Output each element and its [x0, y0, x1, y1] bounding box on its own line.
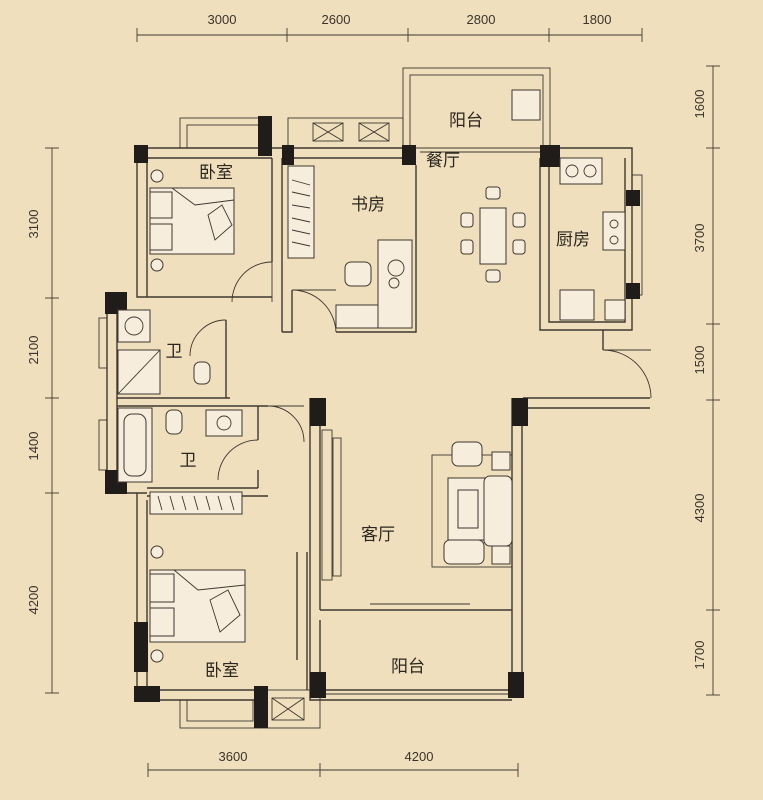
room-label-dining: 餐厅	[426, 151, 460, 171]
dim-bottom-2: 4200	[405, 749, 434, 764]
room-label-bath-1: 卫	[166, 342, 183, 362]
bath-fixtures	[117, 309, 243, 483]
room-label-balcony-bottom: 阳台	[391, 657, 425, 677]
room-label-bedroom-top: 卧室	[199, 163, 233, 183]
dim-bottom-1: 3600	[219, 749, 248, 764]
dim-top-3: 2800	[467, 12, 496, 27]
room-labels: 卧室 书房 餐厅 阳台 厨房 卫 卫 客厅 卧室 阳台	[166, 111, 591, 681]
dim-top-2: 2600	[322, 12, 351, 27]
structural-columns	[105, 116, 640, 728]
dim-left-4: 4200	[26, 586, 41, 615]
washer	[511, 89, 541, 121]
dim-right-5: 1700	[692, 641, 707, 670]
dim-left-3: 1400	[26, 432, 41, 461]
door-swings	[189, 261, 652, 481]
wardrobe-bottom	[149, 491, 243, 515]
sofa-set	[431, 441, 513, 568]
bed-bottom	[149, 545, 246, 663]
wardrobe-study	[287, 165, 315, 259]
dim-top-4: 1800	[583, 12, 612, 27]
dim-right-1: 1600	[692, 90, 707, 119]
dim-left-2: 2100	[26, 336, 41, 365]
room-label-balcony-top: 阳台	[449, 111, 483, 131]
room-label-bath-2: 卫	[180, 451, 197, 471]
dim-right-3: 1500	[692, 346, 707, 375]
room-label-living: 客厅	[361, 525, 395, 545]
room-label-kitchen: 厨房	[556, 230, 590, 250]
dim-right-2: 3700	[692, 224, 707, 253]
dim-right-4: 4300	[692, 494, 707, 523]
dimension-labels: 3000 2600 2800 1800 3600 4200 3100 2100 …	[26, 12, 707, 764]
dining-table	[460, 186, 526, 283]
desk-study	[335, 239, 413, 329]
dim-left-1: 3100	[26, 210, 41, 239]
room-label-bedroom-bottom: 卧室	[205, 661, 239, 681]
furniture	[117, 89, 626, 663]
kitchen-counter	[559, 157, 626, 321]
room-label-study: 书房	[351, 195, 385, 215]
dimension-lines	[45, 28, 720, 777]
bed-top	[149, 169, 235, 272]
dim-top-1: 3000	[208, 12, 237, 27]
